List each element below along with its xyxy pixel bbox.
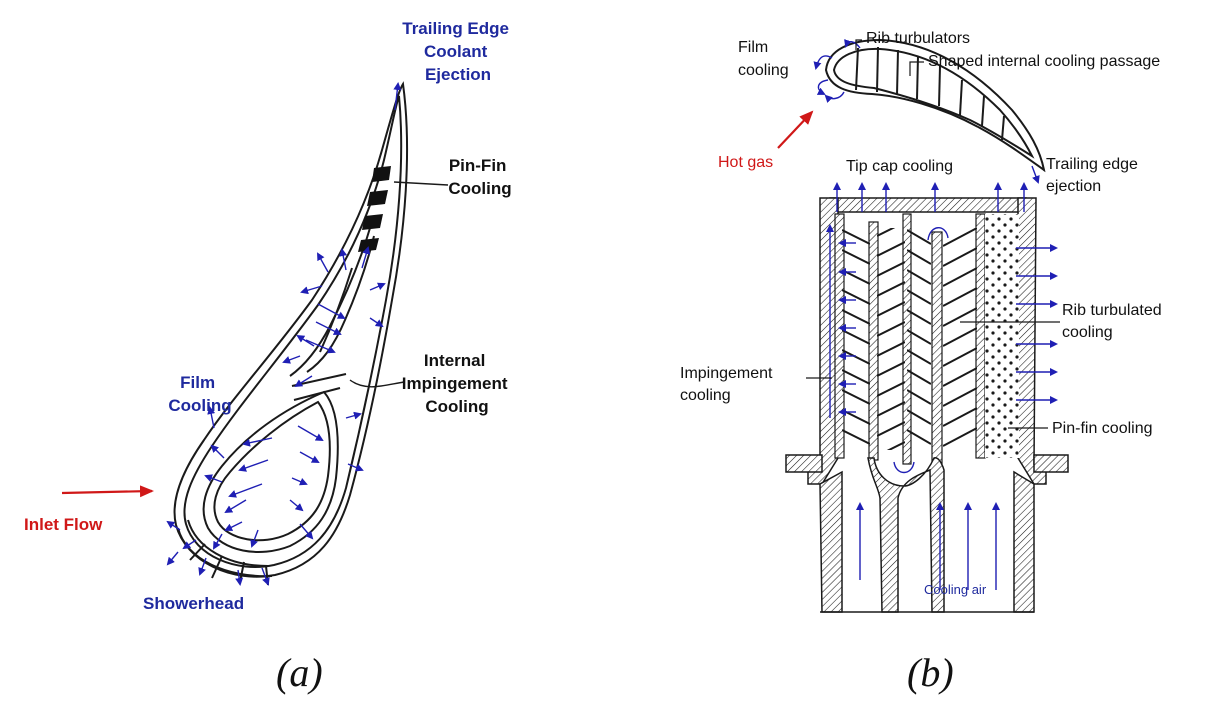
caption-b: (b): [907, 650, 954, 695]
leaders-a: [349, 181, 449, 388]
coolant-arrows-b: [826, 182, 1058, 590]
label-inlet-flow: Inlet Flow: [24, 515, 103, 534]
label-showerhead: Showerhead: [143, 594, 244, 613]
blade-span: [785, 197, 1069, 613]
pin-fin-stripes: [358, 166, 391, 252]
inlet-flow-arrow: [61, 485, 154, 498]
caption-a: (a): [276, 650, 323, 695]
blade-a-outline: [173, 81, 409, 586]
film-cooling-arrows-b: [813, 39, 1040, 184]
label-film-cooling-a: Film Cooling: [168, 373, 231, 415]
panel-a: Trailing Edge Coolant Ejection Pin-Fin C…: [24, 19, 513, 695]
label-rib-turbulated: Rib turbulated cooling: [1062, 302, 1166, 341]
label-trailing-edge: Trailing Edge Coolant Ejection: [402, 19, 513, 84]
leaders-b: [806, 39, 1060, 429]
panel-b: Film cooling Rib turbulators Shaped inte…: [680, 30, 1166, 695]
label-trailing-edge-b: Trailing edge ejection: [1046, 156, 1142, 195]
label-pin-fin: Pin-Fin Cooling: [448, 156, 511, 198]
label-tip-cap: Tip cap cooling: [846, 158, 953, 175]
label-impingement-b: Impingement cooling: [680, 365, 777, 404]
label-pin-fin-b: Pin-fin cooling: [1052, 420, 1153, 437]
airfoil-section: [824, 38, 1046, 173]
hot-gas-arrow: [777, 110, 814, 149]
label-shaped-passage: Shaped internal cooling passage: [928, 53, 1160, 70]
label-rib-turbulators: Rib turbulators: [866, 30, 970, 47]
label-hot-gas: Hot gas: [718, 154, 773, 171]
label-internal-impingement: Internal Impingement Cooling: [402, 351, 513, 416]
coolant-arrows-a: [166, 82, 402, 586]
label-cooling-air: Cooling air: [924, 582, 987, 597]
label-film-cooling-b: Film cooling: [738, 39, 789, 79]
